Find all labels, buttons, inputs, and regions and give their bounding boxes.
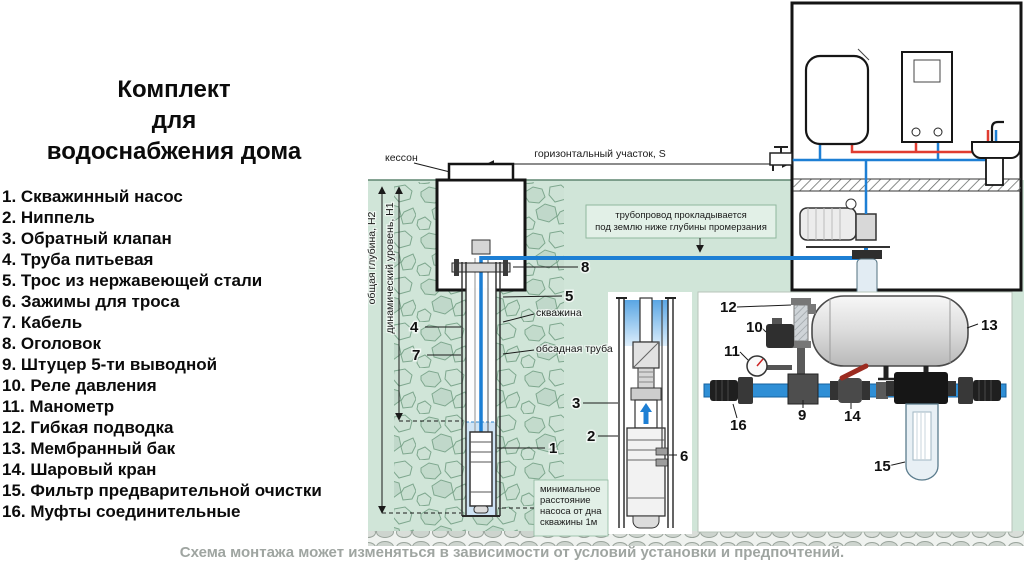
pipeline-note: трубопровод прокладывается под землю ниж…	[585, 204, 777, 253]
prefilter	[886, 372, 956, 481]
list-item-4: 4. Труба питьевая	[2, 250, 154, 269]
callout-10: 10	[746, 319, 763, 336]
dimension-h2: общая глубина, Н2	[365, 186, 461, 514]
min-distance-note: минимальное расстояние насоса от дна скв…	[498, 479, 609, 537]
dimension-h1: динамический уровень, Н1	[383, 186, 463, 422]
label-total-depth: общая глубина, Н2	[366, 211, 378, 304]
list-item-1: 1. Скважинный насос	[2, 187, 183, 206]
list-item-7: 7. Кабель	[2, 313, 83, 332]
list-item-16: 16. Муфты соединительные	[2, 502, 241, 521]
faucet	[990, 120, 1004, 142]
callout-4: 4	[410, 319, 419, 336]
callout-12: 12	[720, 299, 737, 316]
detail-pipe	[639, 297, 653, 343]
min-note-line2: расстояние	[540, 495, 591, 506]
union	[876, 382, 888, 399]
water-heater	[804, 48, 870, 146]
detail-pump-body	[626, 427, 666, 517]
pump-head	[855, 213, 877, 241]
list-item-9: 9. Штуцер 5-ти выводной	[2, 355, 218, 374]
nipple	[637, 367, 655, 389]
callout-13: 13	[981, 317, 998, 334]
list-item-11: 11. Манометр	[2, 397, 115, 416]
inline-filter	[852, 250, 882, 298]
label-borehole: скважина	[536, 307, 582, 319]
label-horizontal-section: горизонтальный участок, S	[534, 148, 666, 160]
list-item-8: 8. Оголовок	[2, 334, 102, 353]
list-item-15: 15. Фильтр предварительной очистки	[2, 481, 322, 500]
flow-arrow-icon	[640, 403, 652, 424]
sink	[971, 120, 1021, 186]
label-casing: обсадная труба	[536, 343, 613, 355]
cable-clamp	[655, 458, 669, 467]
title-line-3: водоснабжения дома	[46, 138, 302, 165]
title-line-1: Комплект	[117, 76, 231, 103]
list-item-12: 12. Гибкая подводка	[2, 418, 174, 437]
callout-6: 6	[680, 448, 688, 465]
callout-15: 15	[874, 458, 891, 475]
membrane-tank	[811, 295, 969, 367]
callout-7: 7	[412, 347, 420, 364]
callout-5: 5	[565, 288, 573, 305]
dimension-s: горизонтальный участок, S	[486, 147, 790, 179]
pipeline-note-line2: под землю ниже глубины промерзания	[595, 222, 767, 233]
list-item-3: 3. Обратный клапан	[2, 229, 172, 248]
callout-9: 9	[798, 407, 806, 424]
prefilter-head	[894, 372, 948, 404]
pump-detail-view	[608, 292, 692, 534]
callout-11: 11	[724, 343, 740, 360]
footer-note: Схема монтажа может изменяться в зависим…	[179, 544, 845, 561]
callout-1: 1	[549, 440, 557, 457]
house-floor-hatch	[793, 179, 1021, 191]
borehole-pump	[469, 431, 493, 514]
callout-16: 16	[730, 417, 747, 434]
station-gauge	[845, 198, 857, 210]
callout-8: 8	[581, 259, 589, 276]
list-item-14: 14. Шаровый кран	[2, 460, 157, 479]
wellhead-flange	[451, 262, 511, 273]
caisson-lid	[447, 162, 515, 182]
list-item-6: 6. Зажимы для троса	[2, 292, 180, 311]
surface-equipment-view	[697, 291, 1013, 533]
outdoor-tap	[769, 146, 793, 171]
gas-column	[901, 51, 953, 143]
list-item-5: 5. Трос из нержавеющей стали	[2, 271, 263, 290]
pump-station	[799, 198, 890, 248]
label-dynamic-level: динамический уровень, Н1	[384, 202, 396, 333]
five-way-fitting	[787, 373, 819, 405]
min-note-line1: минимальное	[540, 484, 601, 495]
well	[451, 239, 511, 517]
valve-lever	[839, 363, 869, 381]
parts-list: 1. Скважинный насос 2. Ниппель 3. Обратн…	[2, 186, 370, 522]
casing-pipe-walls	[461, 262, 501, 516]
coupling-left	[710, 377, 753, 404]
ball-valve	[830, 363, 870, 403]
list-item-13: 13. Мембранный бак	[2, 439, 176, 458]
detail-casing-walls	[618, 298, 674, 528]
wellhead-fitting	[471, 239, 491, 255]
basin	[971, 141, 1021, 159]
callout-3: 3	[572, 395, 580, 412]
coupling-right	[958, 377, 1001, 404]
min-note-line3: насоса от дна	[540, 506, 602, 517]
title-line-2: для	[151, 107, 197, 134]
callout-2: 2	[587, 428, 595, 445]
callouts: 8 5 4 7 1 3 2 6 12 10 11 16 9 1	[409, 258, 1000, 477]
callout-14: 14	[844, 408, 861, 425]
page-title: Комплект для водоснабжения дома	[0, 74, 348, 167]
list-item-10: 10. Реле давления	[2, 376, 157, 395]
min-note-line4: скважины 1м	[540, 517, 597, 528]
cable-clamp	[655, 447, 669, 456]
pipeline-note-line1: трубопровод прокладывается	[615, 210, 747, 221]
pressure-switch	[766, 324, 794, 348]
list-item-2: 2. Ниппель	[2, 208, 95, 227]
label-kesson: кессон	[385, 152, 418, 164]
